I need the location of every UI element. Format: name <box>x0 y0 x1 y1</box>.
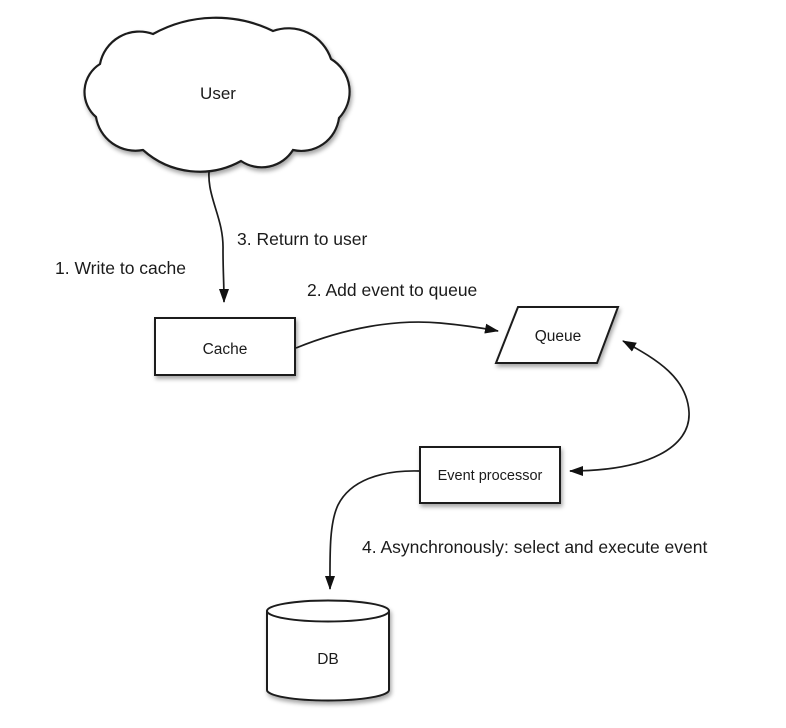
label-step-4: 4. Asynchronously: select and execute ev… <box>362 537 707 557</box>
arrow-user-to-cache <box>208 162 229 303</box>
arrow-queue-event-processor-bidirectional <box>569 340 690 476</box>
queue-node <box>494 306 620 364</box>
user-label: User <box>200 84 236 103</box>
db-node <box>266 599 390 702</box>
cloud-shape <box>83 16 351 173</box>
queue-label: Queue <box>535 328 582 345</box>
label-step-3: 3. Return to user <box>237 229 368 249</box>
user-cloud-node <box>83 16 351 173</box>
db-label: DB <box>317 651 339 668</box>
cache-box <box>154 317 296 376</box>
db-cylinder-body <box>266 611 390 702</box>
arrow-cache-to-queue <box>295 321 499 349</box>
event-processor-label: Event processor <box>438 468 543 484</box>
label-step-2: 2. Add event to queue <box>307 280 477 300</box>
arrow-event-processor-to-db <box>324 470 420 590</box>
queue-parallelogram <box>494 306 620 364</box>
cache-label: Cache <box>203 341 248 358</box>
nodes: User Cache Queue Event processor DB <box>83 16 620 702</box>
db-cylinder-top <box>266 599 390 623</box>
event-processor-box <box>419 446 561 504</box>
event-processor-node <box>419 446 561 504</box>
edge-labels: 1. Write to cache 2. Add event to queue … <box>55 229 707 557</box>
connectors <box>208 162 690 590</box>
label-step-1: 1. Write to cache <box>55 258 186 278</box>
cache-node <box>154 317 296 376</box>
